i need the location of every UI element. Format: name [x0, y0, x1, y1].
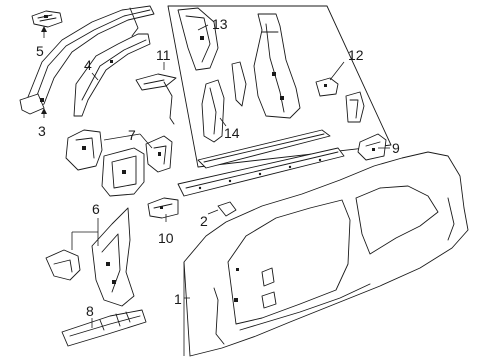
part-7-reinforcement-right — [145, 135, 173, 173]
callout-5: 5 — [36, 43, 44, 59]
part-14-pillar-piece — [201, 61, 247, 143]
part-9-bracket — [357, 133, 387, 161]
part-7-reinforcement-left — [65, 129, 103, 171]
part-13-pillar-piece — [177, 7, 219, 71]
b-pillar-lower-bracket — [101, 147, 145, 197]
callout-8: 8 — [86, 303, 94, 319]
callout-7: 7 — [128, 127, 136, 143]
part-2-patch — [217, 201, 237, 217]
callout-12: 12 — [348, 47, 364, 63]
part-8-rocker-panel — [61, 309, 147, 347]
inset-small-bracket-b — [345, 91, 365, 123]
inset-frame — [167, 5, 392, 168]
leader-lines — [41, 24, 390, 356]
callout-10: 10 — [158, 230, 174, 246]
callout-11: 11 — [156, 47, 171, 63]
callout-14: 14 — [224, 125, 240, 141]
part-11-bracket — [135, 73, 177, 125]
callout-3: 3 — [38, 123, 46, 139]
part-4-a-pillar-inner — [19, 5, 155, 117]
sill-reinforcement — [177, 147, 345, 197]
callout-13: 13 — [212, 16, 228, 32]
callout-1: 1 — [174, 291, 182, 307]
part-5-bracket — [31, 10, 63, 28]
callout-6: 6 — [92, 201, 100, 217]
part-10-bracket — [147, 197, 179, 219]
callout-4: 4 — [84, 57, 92, 73]
inset-small-bracket-a — [315, 77, 339, 97]
inset-sill-strip — [197, 129, 331, 169]
b-pillar-inner-panel — [253, 13, 301, 119]
part-1-body-side-outer — [183, 151, 469, 357]
callout-2: 2 — [200, 213, 208, 229]
callout-9: 9 — [392, 140, 400, 156]
part-6-b-pillar-lower — [45, 207, 135, 307]
